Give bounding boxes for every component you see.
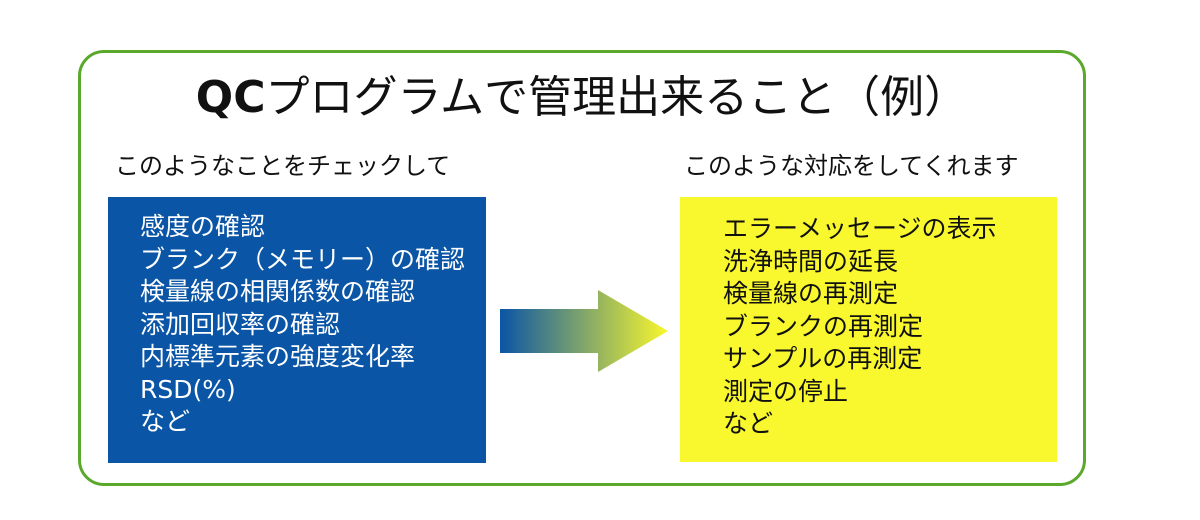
action-item: ブランクの再測定 [723, 311, 924, 341]
right-heading: このような対応をしてくれます [684, 152, 1019, 180]
action-item: エラーメッセージの表示 [723, 214, 997, 243]
check-item: 検量線の相関係数の確認 [140, 277, 416, 306]
action-item: 測定の停止 [723, 376, 849, 406]
actions-panel: エラーメッセージの表示 洗浄時間の延長 検量線の再測定 ブランクの再測定 サンプ… [680, 197, 1057, 462]
action-item: など [723, 409, 774, 438]
check-item: 添加回収率の確認 [140, 309, 341, 339]
title-text: プログラムで管理出来ること（例） [265, 72, 969, 123]
right-arrow-icon [500, 290, 668, 372]
check-item: など [140, 407, 191, 436]
check-item: ブランク（メモリー）の確認 [140, 244, 466, 274]
check-item: 感度の確認 [140, 212, 266, 241]
left-heading: このようなことをチェックして [115, 152, 451, 180]
checks-panel: 感度の確認 ブランク（メモリー）の確認 検量線の相関係数の確認 添加回収率の確認… [108, 197, 486, 463]
title-prefix: QC [195, 72, 266, 123]
check-item: 内標準元素の強度変化率 [140, 342, 416, 371]
arrow-shape [500, 290, 668, 372]
action-item: サンプルの再測定 [723, 344, 923, 373]
actions-list: エラーメッセージの表示 洗浄時間の延長 検量線の再測定 ブランクの再測定 サンプ… [723, 213, 1057, 441]
checks-list: 感度の確認 ブランク（メモリー）の確認 検量線の相関係数の確認 添加回収率の確認… [140, 211, 486, 439]
page-title: QCプログラムで管理出来ること（例） [78, 68, 1086, 128]
check-item: RSD(%) [140, 374, 236, 404]
action-item: 洗浄時間の延長 [723, 246, 899, 276]
action-item: 検量線の再測定 [723, 279, 899, 308]
rounded-frame [78, 50, 1086, 486]
